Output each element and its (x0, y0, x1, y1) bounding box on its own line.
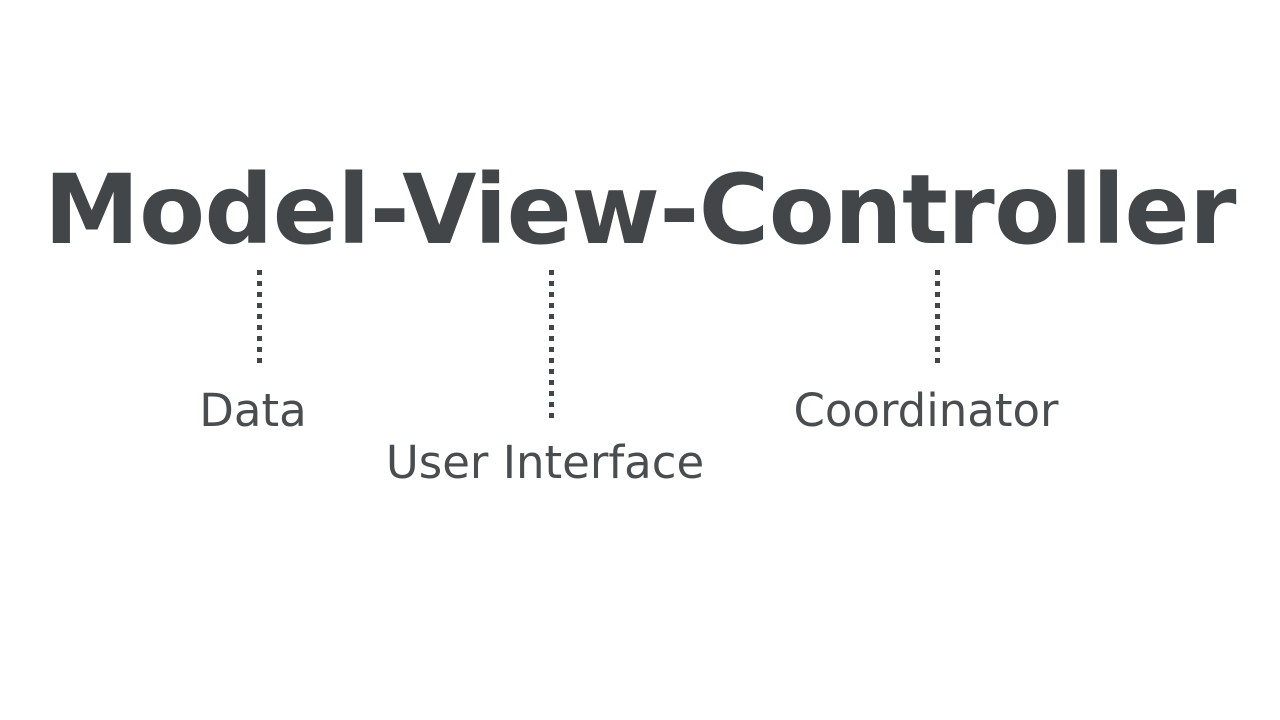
connector-line-view (549, 270, 554, 420)
connector-line-controller (935, 270, 940, 366)
connector-line-model (257, 270, 262, 366)
annotation-label-controller: Coordinator (793, 384, 1059, 437)
page-title: Model-View-Controller (44, 154, 1236, 266)
annotation-label-model: Data (199, 384, 307, 437)
annotation-label-view: User Interface (385, 436, 705, 489)
